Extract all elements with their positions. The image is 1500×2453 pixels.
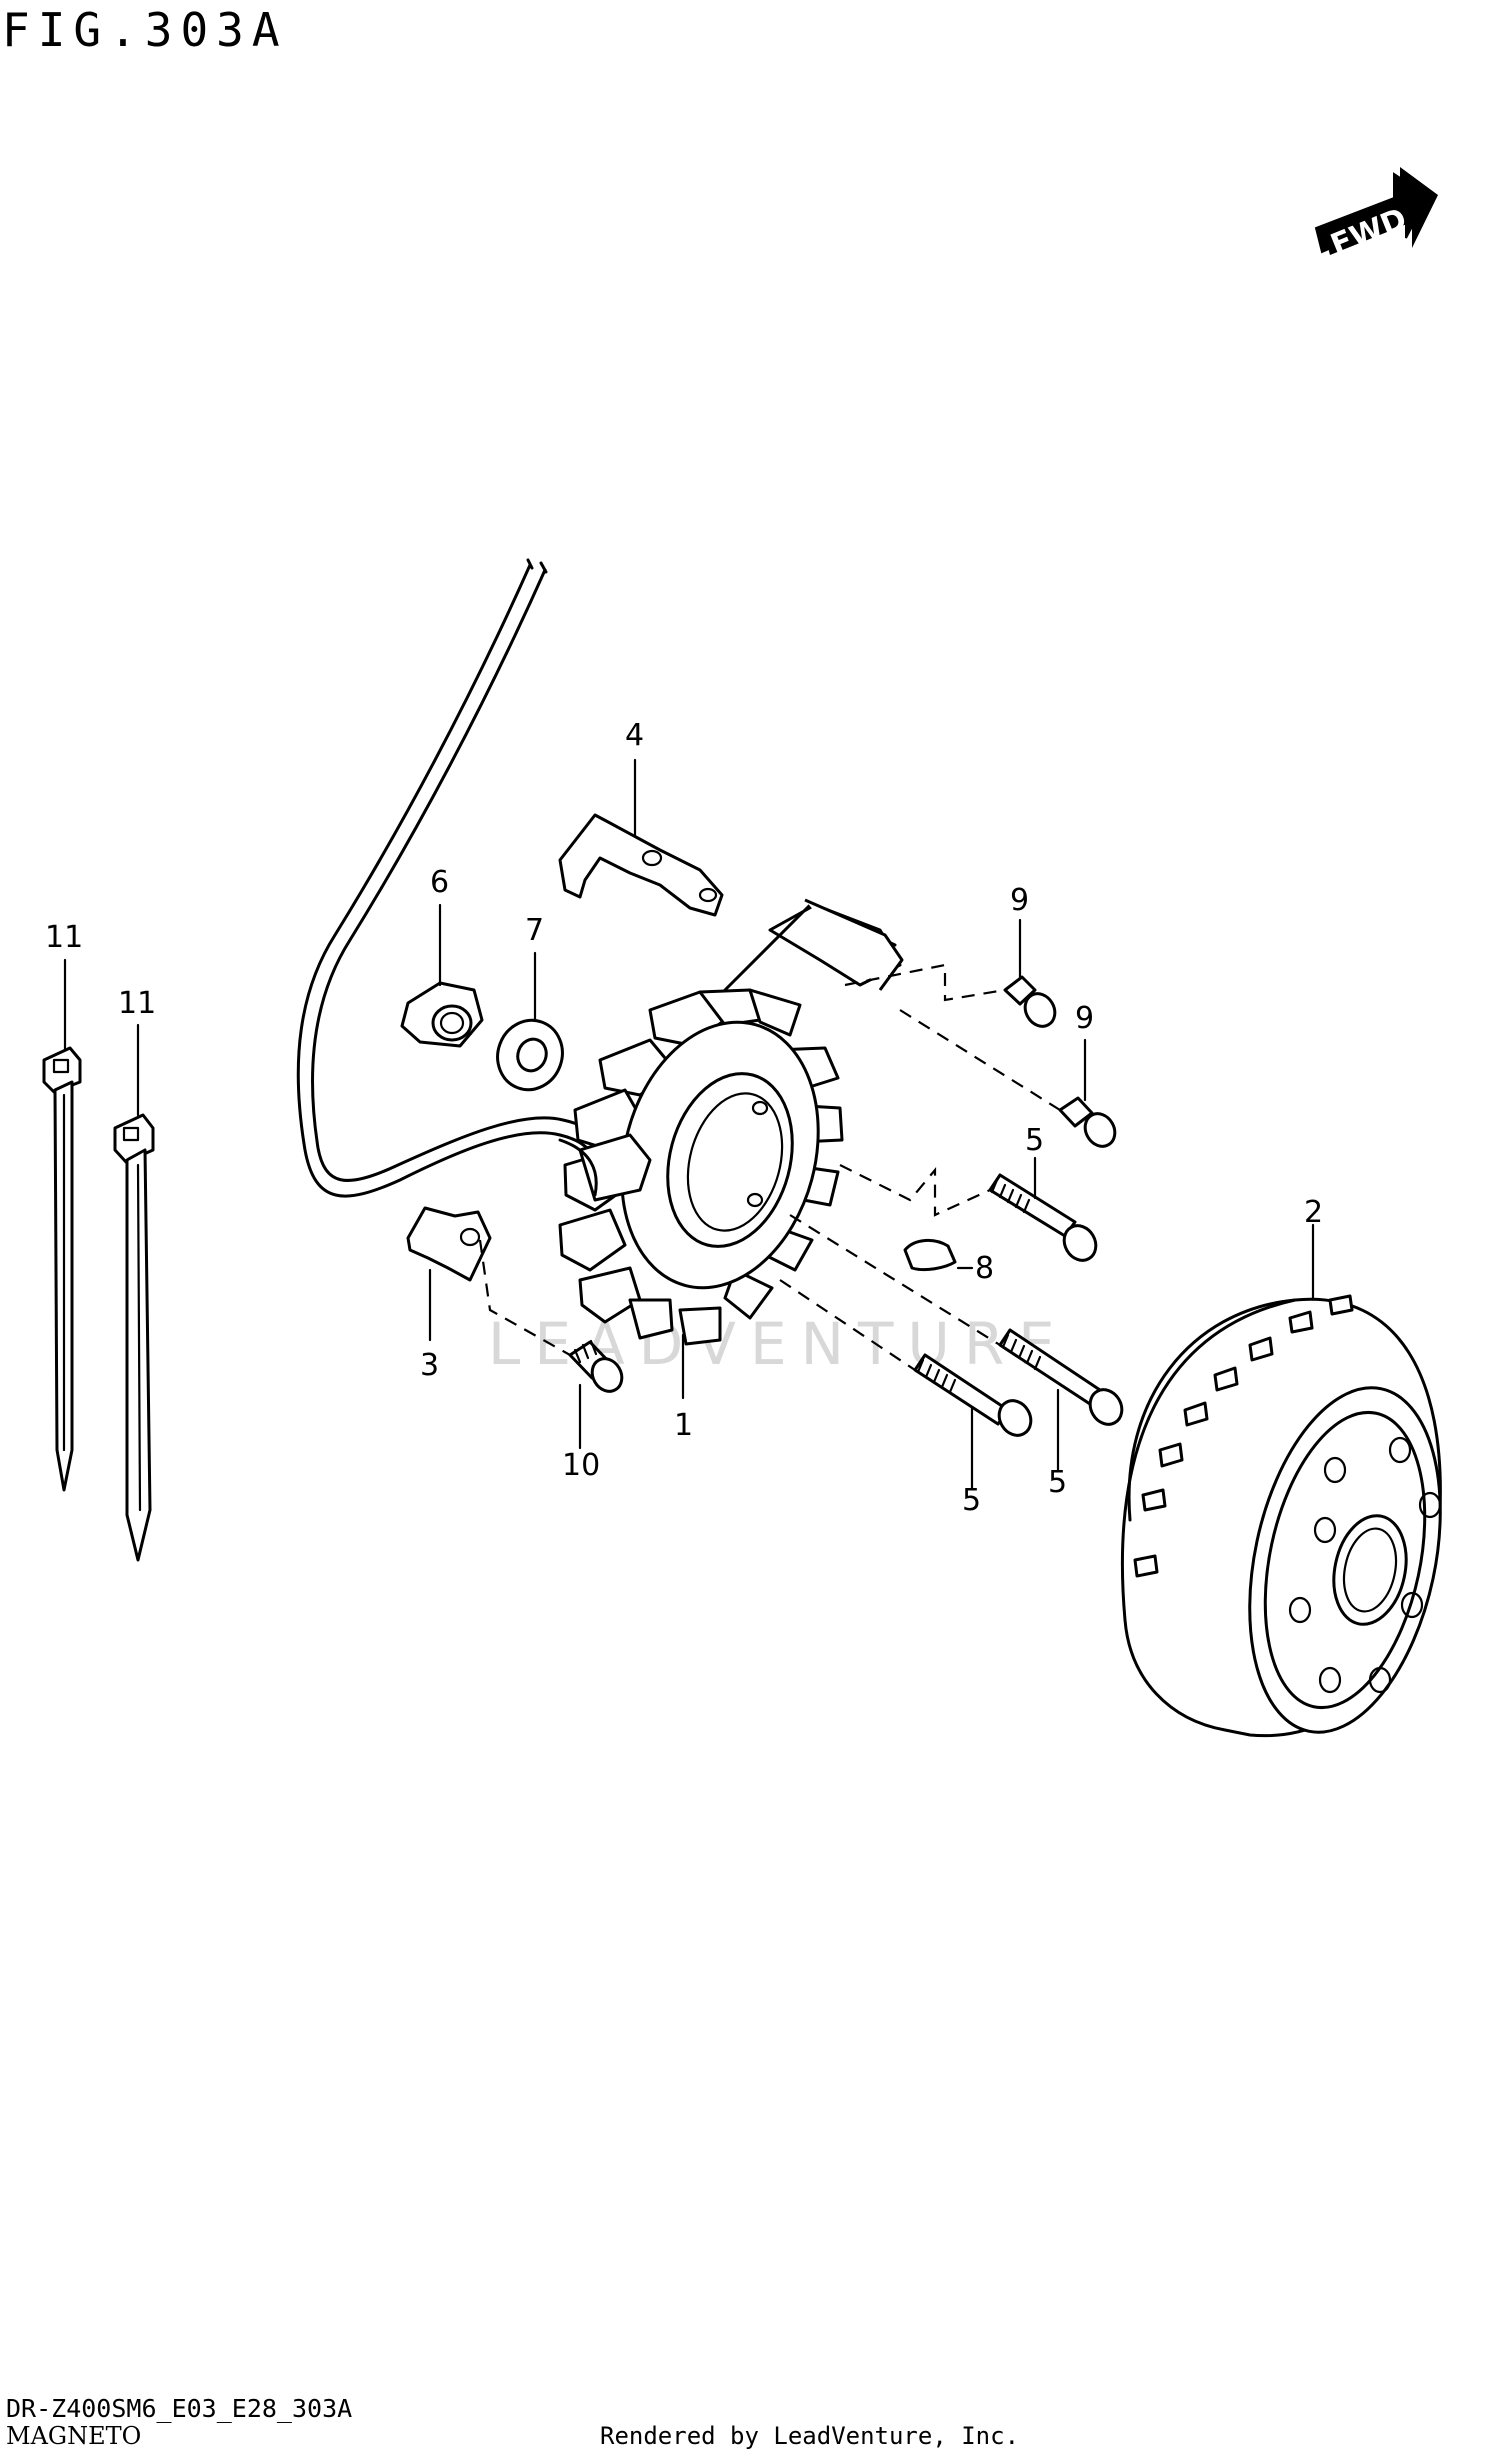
callout-part-3: 3 bbox=[420, 1348, 439, 1383]
fwd-arrow-icon: FWD bbox=[1314, 167, 1438, 263]
dashed-line-part-5a bbox=[839, 1164, 991, 1217]
dashed-line-part-9a bbox=[844, 963, 1006, 1002]
part-1-stator bbox=[558, 898, 904, 1346]
dashed-line-part-9b bbox=[899, 1009, 1061, 1111]
callout-part-9b: 9 bbox=[1075, 1001, 1094, 1036]
dashed-line-part-10 bbox=[478, 1239, 571, 1356]
part-3-wire-guide bbox=[406, 1206, 492, 1282]
part-5-bolt-lower bbox=[913, 1353, 1033, 1437]
part-5-bolt-middle bbox=[998, 1328, 1124, 1426]
dashed-line-part-5c bbox=[789, 1214, 1001, 1346]
callout-part-5a: 5 bbox=[1025, 1123, 1044, 1158]
callout-part-11a: 11 bbox=[45, 920, 83, 955]
callout-part-8: 8 bbox=[975, 1251, 994, 1286]
part-2-flywheel-rotor bbox=[1121, 1294, 1442, 1738]
dashed-line-part-5b bbox=[779, 1279, 916, 1371]
figure-title: FIG.303A bbox=[2, 3, 288, 57]
callout-part-10: 10 bbox=[562, 1448, 600, 1483]
callout-part-7: 7 bbox=[525, 913, 544, 948]
part-6-flange-nut bbox=[400, 981, 484, 1048]
part-4-wire-clamp bbox=[558, 813, 724, 917]
part-8-woodruff-key bbox=[903, 1239, 957, 1272]
part-11-cable-tie-left bbox=[42, 1046, 82, 1492]
part-9-screw-lower bbox=[1058, 1096, 1117, 1148]
callout-part-6: 6 bbox=[430, 865, 449, 900]
callout-part-9a: 9 bbox=[1010, 883, 1029, 918]
stator-wire-harness bbox=[296, 558, 613, 1198]
callout-part-1: 1 bbox=[674, 1408, 693, 1443]
callout-part-5b: 5 bbox=[962, 1483, 981, 1518]
footer-section-name: MAGNETO bbox=[6, 2422, 142, 2450]
callout-part-5c: 5 bbox=[1048, 1465, 1067, 1500]
part-7-washer bbox=[496, 1018, 564, 1092]
callout-part-2: 2 bbox=[1304, 1195, 1323, 1230]
part-10-screw bbox=[568, 1339, 624, 1393]
footer-model-code: DR-Z400SM6_E03_E28_303A bbox=[6, 2394, 353, 2423]
callout-part-4: 4 bbox=[625, 718, 644, 753]
part-5-bolt-upper bbox=[988, 1173, 1098, 1262]
flywheel-slots bbox=[1133, 1294, 1354, 1578]
part-11-cable-tie-right bbox=[113, 1113, 155, 1562]
footer-credit: Rendered by LeadVenture, Inc. bbox=[600, 2422, 1020, 2450]
part-9-screw-upper bbox=[1003, 975, 1057, 1028]
callout-part-11b: 11 bbox=[118, 986, 156, 1021]
